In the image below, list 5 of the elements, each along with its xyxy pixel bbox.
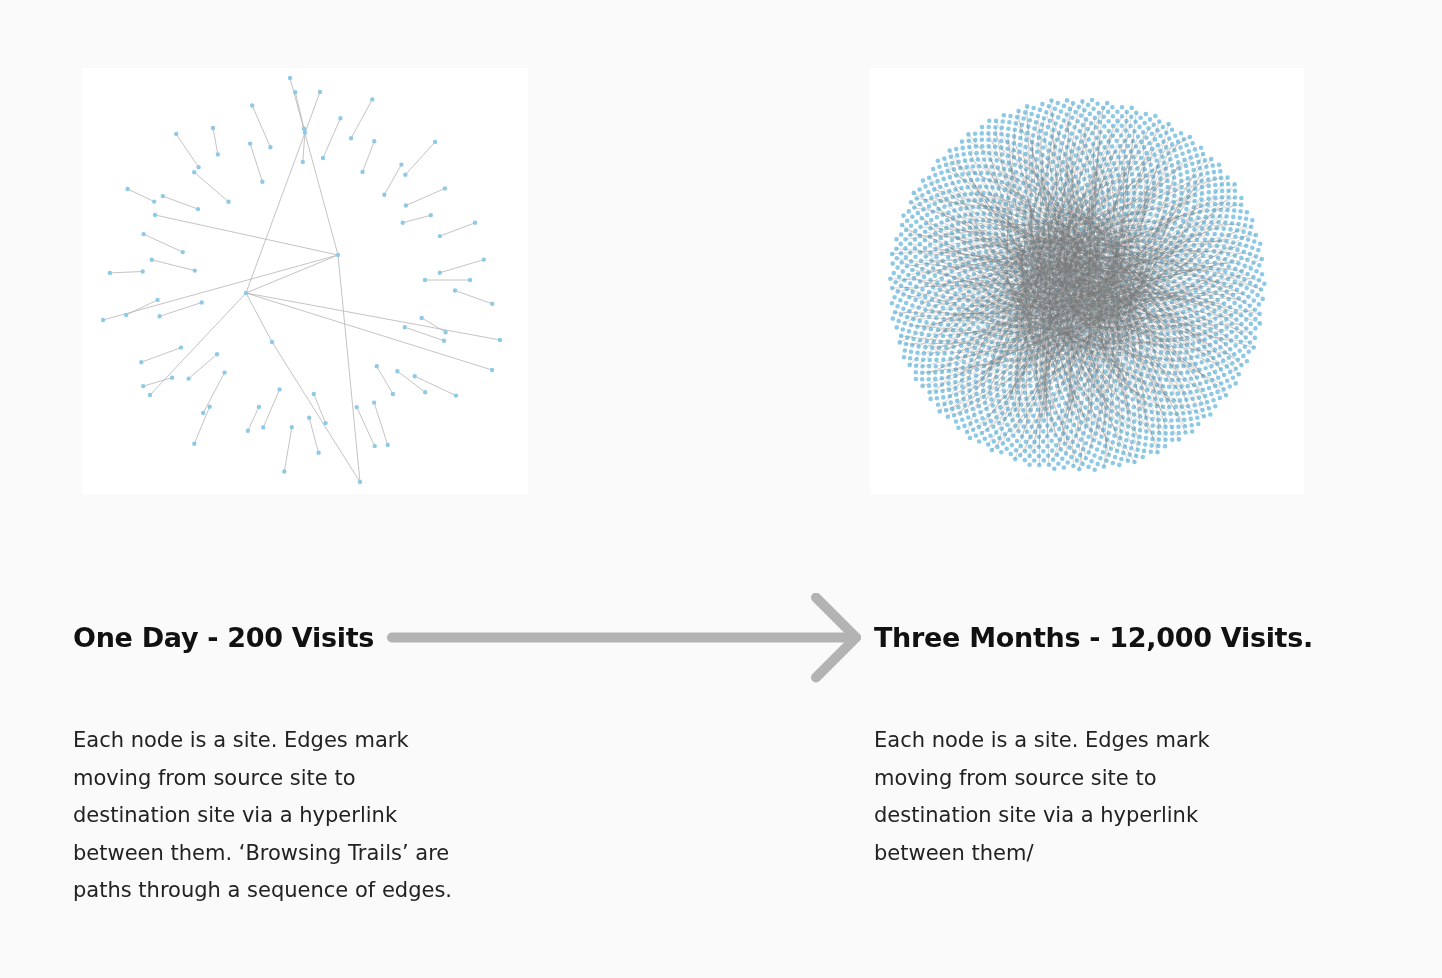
description-text: Each node is a site. Edges mark moving from source site to destination site via a hyperlink between them/ <box>874 727 1211 867</box>
heading: One Day - 200 Visits <box>73 622 375 653</box>
arrow <box>387 592 861 683</box>
heading: Three Months - 12,000 Visits. <box>874 622 1313 653</box>
description-text: Each node is a site. Edges mark moving from source site to destination site via a hyperlink between them. ‘Browsing Trails’ are paths through a sequence of edges. <box>73 727 453 905</box>
